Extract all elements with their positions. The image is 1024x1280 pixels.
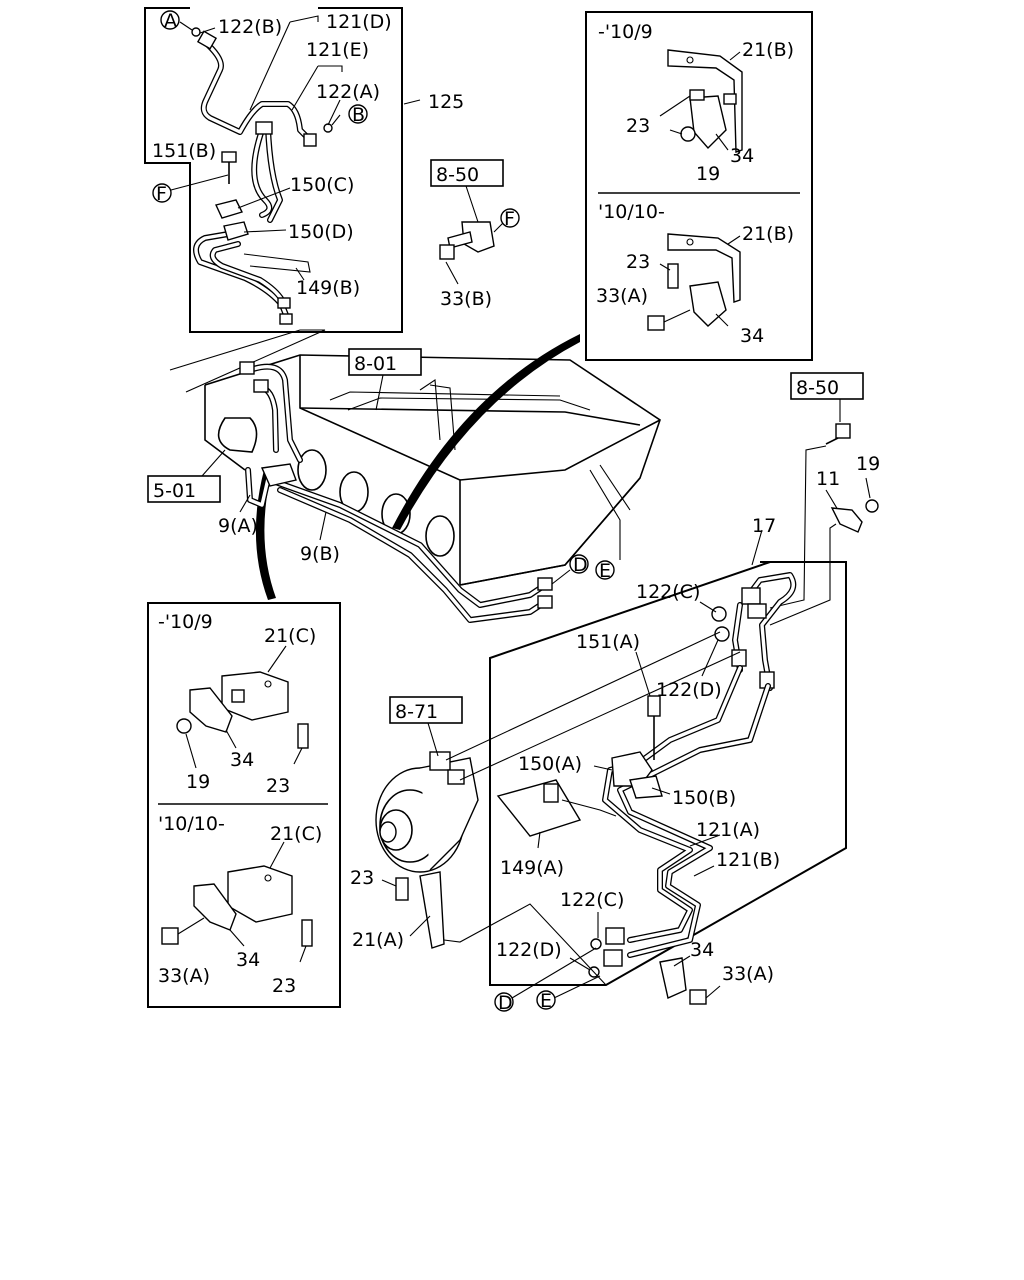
inset-bl-head-old: -'10/9 bbox=[158, 611, 213, 633]
marker-e-bottom bbox=[536, 990, 556, 1010]
inset-125-frame bbox=[144, 7, 403, 333]
group-8-50-top: 8-50 F 33(B) bbox=[430, 159, 520, 310]
label-21a: 21(A) bbox=[352, 929, 404, 951]
label-122c-bot: 122(C) bbox=[560, 889, 624, 911]
callout-arrow-top bbox=[392, 334, 580, 530]
label-11: 11 bbox=[816, 468, 840, 490]
inset-bl-new-bracket: 21(C) bbox=[270, 823, 322, 845]
inset-tr-old-clip: 34 bbox=[730, 145, 754, 167]
inset-tr-new-bolt: 23 bbox=[626, 251, 650, 273]
marker-a bbox=[160, 10, 180, 30]
label-121b: 121(B) bbox=[716, 849, 780, 871]
marker-d-top bbox=[569, 554, 589, 574]
inset-bl-old-bolt: 23 bbox=[266, 775, 290, 797]
frame-crossmember: 8-01 5-01 9(A) 9(B) D E bbox=[147, 329, 661, 623]
inset-bl-old-nut: 19 bbox=[186, 771, 210, 793]
label-150a: 150(A) bbox=[518, 753, 582, 775]
marker-f-left-label: F bbox=[156, 183, 167, 205]
marker-e-top-label: E bbox=[599, 560, 611, 582]
inset-tr-new-clip: 34 bbox=[740, 325, 764, 347]
marker-d-bottom bbox=[494, 992, 514, 1012]
label-121d: 121(D) bbox=[326, 11, 392, 33]
marker-e-top bbox=[595, 560, 615, 580]
ref-8-50-top: 8-50 bbox=[436, 164, 479, 186]
inset-tr-old-bracket: 21(B) bbox=[742, 39, 794, 61]
label-122d-bot: 122(D) bbox=[496, 939, 562, 961]
label-9b: 9(B) bbox=[300, 543, 340, 565]
group-8-50-right: 8-50 11 19 bbox=[769, 372, 880, 626]
label-150c: 150(C) bbox=[290, 174, 354, 196]
compressor bbox=[375, 751, 479, 873]
inset-tr-old-bolt: 23 bbox=[626, 115, 650, 137]
inset-bl-old-clip: 34 bbox=[230, 749, 254, 771]
label-121e: 121(E) bbox=[306, 39, 369, 61]
inset-125: A B F 122(B) 121(D) 121(E) 122(A) 125 15… bbox=[144, 7, 464, 333]
inset-tr-old-nut: 19 bbox=[696, 163, 720, 185]
label-149b: 149(B) bbox=[296, 277, 360, 299]
marker-f-right bbox=[500, 208, 520, 228]
marker-b bbox=[348, 104, 368, 124]
label-9a: 9(A) bbox=[218, 515, 258, 537]
marker-d-bottom-label: D bbox=[498, 992, 513, 1014]
marker-a-label: A bbox=[164, 10, 177, 32]
ref-8-71: 8-71 bbox=[395, 701, 438, 723]
inset-tr-head-new: '10/10- bbox=[598, 201, 665, 223]
ref-5-01: 5-01 bbox=[153, 480, 196, 502]
inset-bottom-left: -'10/9 '10/10- 21(C) 34 19 23 21(C) 33(A… bbox=[147, 602, 341, 1008]
label-122d-top: 122(D) bbox=[656, 679, 722, 701]
label-150d: 150(D) bbox=[288, 221, 354, 243]
marker-d-top-label: D bbox=[573, 554, 588, 576]
label-151b: 151(B) bbox=[152, 140, 216, 162]
inset-bl-new-bolt-a: 33(A) bbox=[158, 965, 210, 987]
label-23-main: 23 bbox=[350, 867, 374, 889]
label-125: 125 bbox=[428, 91, 464, 113]
label-33a-main: 33(A) bbox=[722, 963, 774, 985]
main-assembly: 17 bbox=[350, 515, 847, 1014]
marker-f-right-label: F bbox=[504, 208, 515, 230]
label-149a: 149(A) bbox=[500, 857, 564, 879]
label-33b: 33(B) bbox=[440, 288, 492, 310]
marker-e-bottom-label: E bbox=[540, 990, 552, 1012]
label-19-right: 19 bbox=[856, 453, 880, 475]
inset-tr-new-bolt-a: 33(A) bbox=[596, 285, 648, 307]
inset-top-right: -'10/9 '10/10- 21(B) 23 34 19 21(B) 23 3… bbox=[585, 11, 813, 361]
inset-bl-old-bracket: 21(C) bbox=[264, 625, 316, 647]
ref-8-01: 8-01 bbox=[354, 353, 397, 375]
inset-bl-new-clip: 34 bbox=[236, 949, 260, 971]
marker-b-label: B bbox=[352, 104, 365, 126]
ref-8-50-right: 8-50 bbox=[796, 377, 839, 399]
label-151a: 151(A) bbox=[576, 631, 640, 653]
label-121a: 121(A) bbox=[696, 819, 760, 841]
label-122a: 122(A) bbox=[316, 81, 380, 103]
label-17: 17 bbox=[752, 515, 776, 537]
label-122c-top: 122(C) bbox=[636, 581, 700, 603]
label-122b: 122(B) bbox=[218, 16, 282, 38]
inset-bl-head-new: '10/10- bbox=[158, 813, 225, 835]
inset-tr-new-bracket: 21(B) bbox=[742, 223, 794, 245]
label-150b: 150(B) bbox=[672, 787, 736, 809]
inset-tr-head-old: -'10/9 bbox=[598, 21, 653, 43]
inset-bl-new-bolt: 23 bbox=[272, 975, 296, 997]
label-34-main: 34 bbox=[690, 939, 714, 961]
marker-f-left bbox=[152, 183, 172, 203]
